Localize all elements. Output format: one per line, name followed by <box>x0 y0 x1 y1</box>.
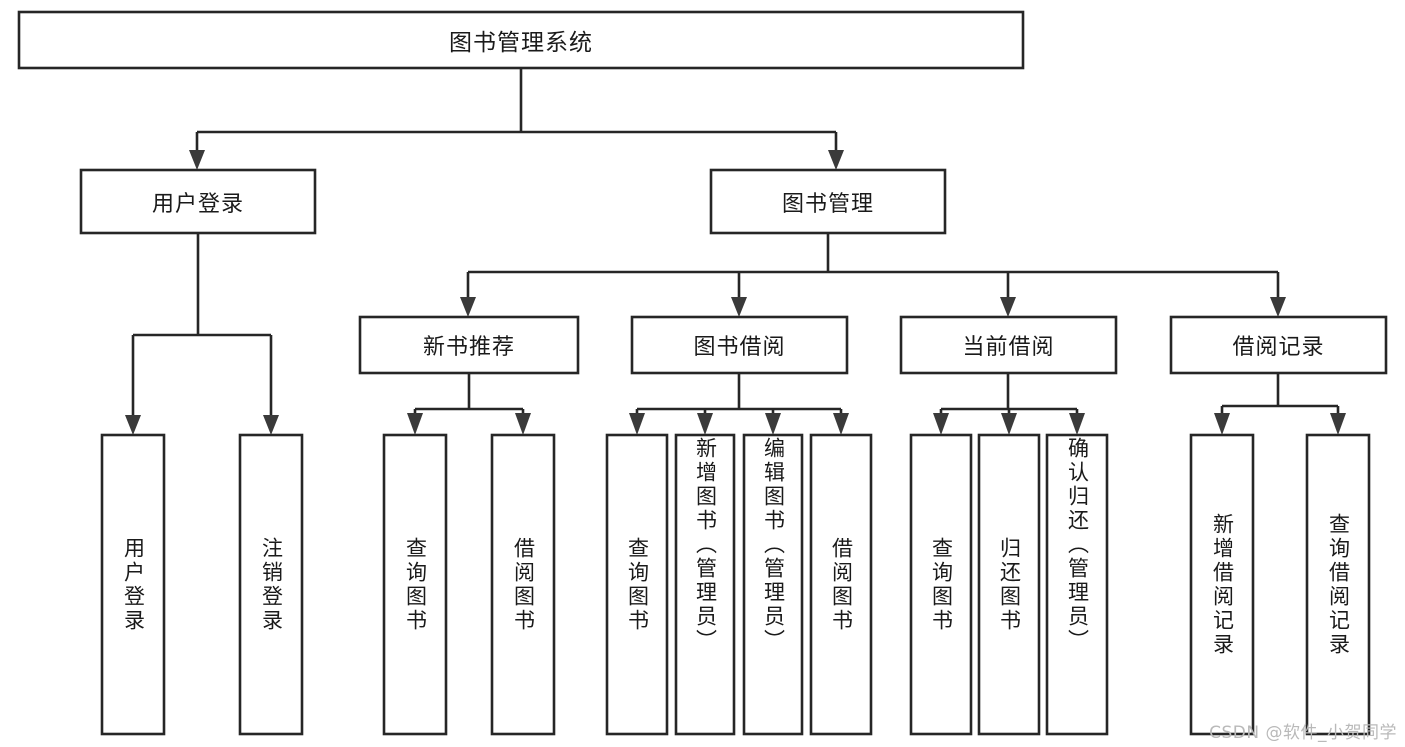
edge-book-manage-to-level2 <box>460 233 1286 317</box>
node-book-borrow[interactable] <box>630 315 849 375</box>
edge-borrow-record-to-leaves <box>1214 373 1346 435</box>
edge-book-borrow-to-leaves <box>629 373 849 435</box>
node-leaf-query-book-1[interactable] <box>382 433 448 736</box>
node-leaf-return-book[interactable] <box>977 433 1041 736</box>
edge-new-book-recommend-to-leaves <box>407 373 531 435</box>
node-borrow-record[interactable] <box>1169 315 1388 375</box>
node-leaf-query-record[interactable] <box>1305 433 1371 736</box>
node-leaf-user-login[interactable] <box>100 433 166 736</box>
node-leaf-edit-book[interactable] <box>742 433 804 736</box>
node-leaf-confirm-return[interactable] <box>1045 433 1109 736</box>
node-leaf-query-book-3[interactable] <box>909 433 973 736</box>
node-user-login[interactable] <box>79 168 317 235</box>
node-leaf-add-record[interactable] <box>1189 433 1255 736</box>
node-leaf-borrow-book-1[interactable] <box>490 433 556 736</box>
node-leaf-borrow-book-2[interactable] <box>809 433 873 736</box>
node-current-borrow[interactable] <box>899 315 1118 375</box>
node-leaf-query-book-2[interactable] <box>605 433 669 736</box>
edge-root-to-level1 <box>189 68 844 170</box>
node-leaf-add-book[interactable] <box>674 433 736 736</box>
edge-current-borrow-to-leaves <box>933 373 1085 435</box>
node-root[interactable] <box>17 10 1025 70</box>
edge-user-login-to-leaves <box>125 233 279 435</box>
node-leaf-logout-login[interactable] <box>238 433 304 736</box>
node-new-book-recommend[interactable] <box>358 315 580 375</box>
node-book-manage[interactable] <box>709 168 947 235</box>
